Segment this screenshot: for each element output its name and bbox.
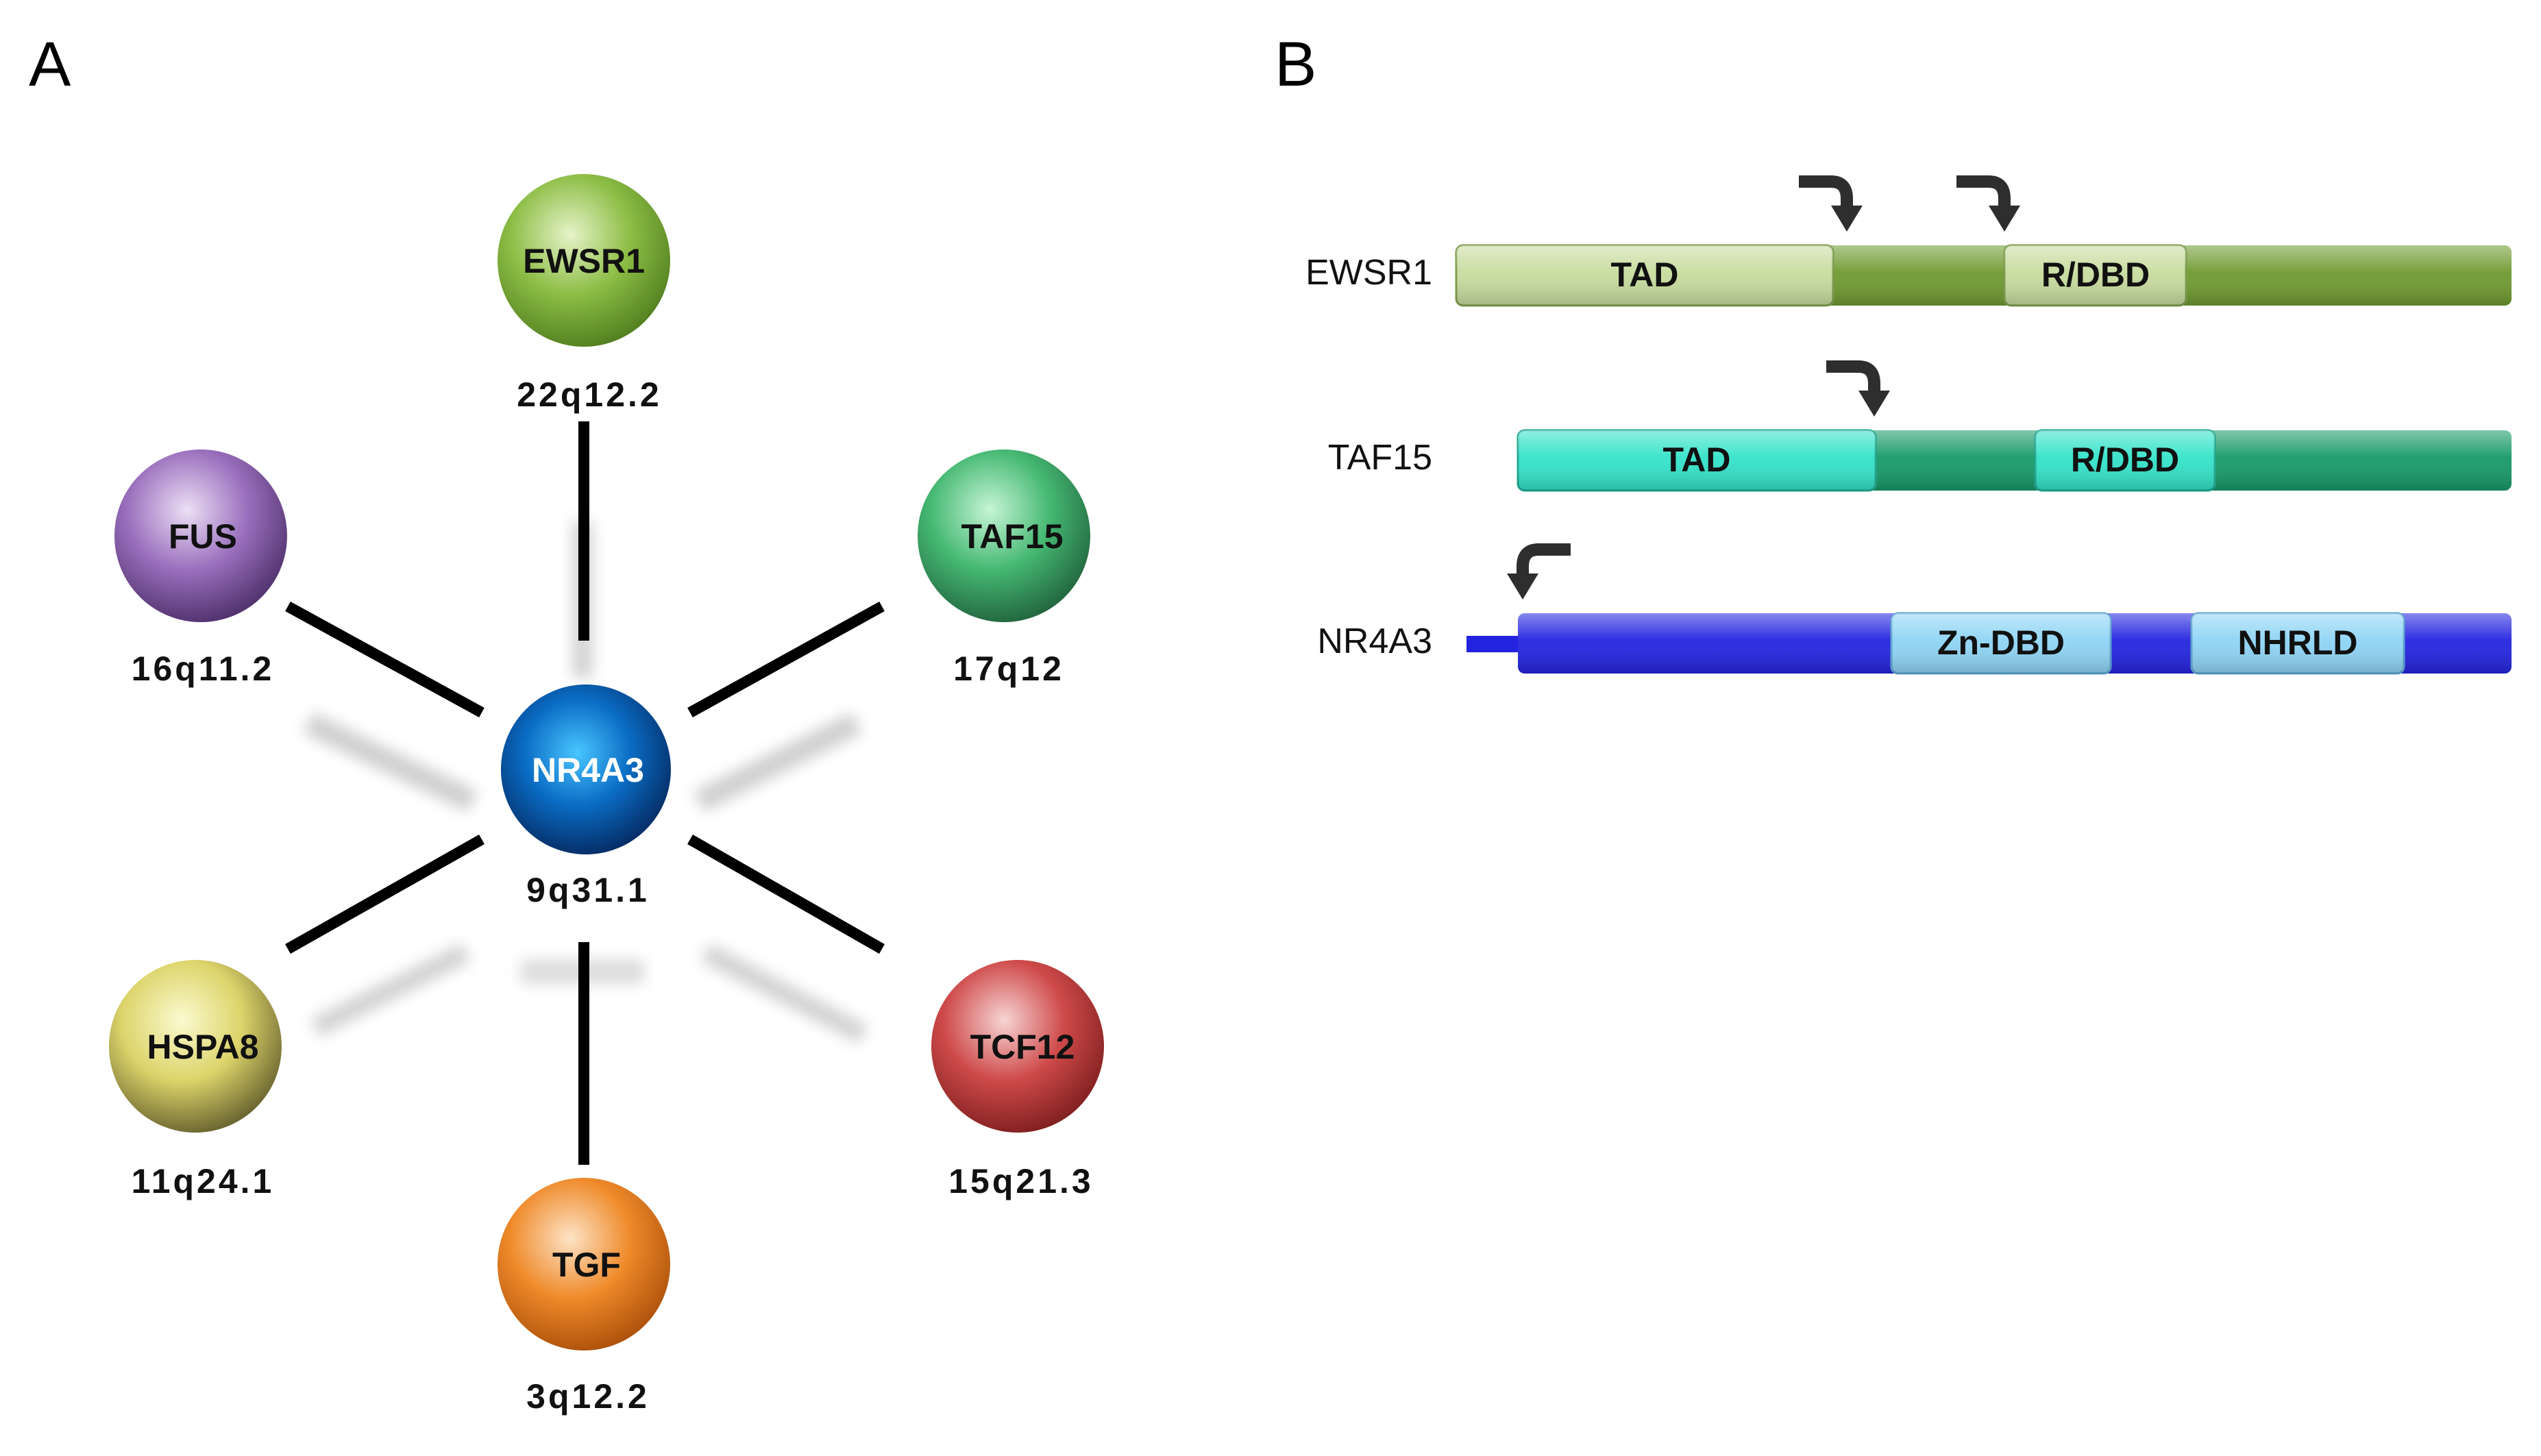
node-nr4a3-sphere [501,684,671,854]
shadow-lower-right [701,943,868,1044]
protein-taf15-domain-rdbd-label: R/DBD [2071,441,2179,479]
protein-nr4a3-domain-nhrld-label: NHRLD [2238,624,2358,662]
connector-fus [285,601,484,718]
connector-taf15 [687,602,885,717]
protein-nr4a3-leader [1466,636,1521,652]
protein-ewsr1-domain-rdbd-label: R/DBD [2041,256,2150,294]
protein-nr4a3-domain-nhrld-shine [2192,613,2404,674]
protein-nr4a3-domain-zndbd-shine [1891,613,2111,674]
protein-nr4a3-domain-zndbd-label: Zn-DBD [1937,624,2065,662]
panel-a-label: A [29,29,71,99]
shadow-upper-left [303,712,478,813]
breakpoint-arrow-taf15-icon [1826,360,1880,394]
node-hspa8-locus: 11q24.1 [132,1162,275,1200]
node-tgf-locus: 3q12.2 [526,1377,650,1416]
protein-taf15-domain-tad-label: TAD [1662,441,1730,479]
node-tcf12-name: TCF12 [970,1028,1075,1066]
breakpoint-arrowhead-ewsr1-2-icon [1989,206,2020,232]
connector-tcf12 [687,835,885,954]
panel-b-label: B [1275,29,1316,99]
node-tcf12-locus: 15q21.3 [948,1162,1093,1200]
node-fus-locus: 16q11.2 [132,650,275,688]
node-tcf12: TCF12 15q21.3 [931,960,1104,1200]
node-nr4a3-center: NR4A3 9q31.1 [501,684,671,909]
node-ewsr1-locus: 22q12.2 [517,375,661,414]
node-fus: FUS 16q11.2 [114,449,287,688]
protein-ewsr1-domain-tad-label: TAD [1610,256,1678,294]
protein-nr4a3: NR4A3 Zn-DBD NHRLD [1317,543,2512,675]
node-tgf-sphere [498,1178,670,1350]
node-fus-name: FUS [169,517,237,556]
breakpoint-arrow-ewsr1-1-icon [1799,175,1853,209]
node-tgf-name: TGF [552,1246,621,1284]
node-taf15: TAF15 17q12 [918,449,1090,688]
panel-b: B EWSR1 TAD R/DBD TAF15 TAD [1275,29,2512,675]
protein-ewsr1-domain-rdbd-shine [2004,245,2186,306]
connector-hspa8 [285,835,484,954]
connectors [285,421,885,1165]
node-ewsr1: EWSR1 22q12.2 [498,174,670,414]
protein-ewsr1-domain-tad-shine [1456,245,1833,306]
breakpoint-arrowhead-taf15-icon [1858,391,1890,417]
node-taf15-sphere [918,449,1090,622]
protein-taf15-domain-rdbd-shine [2035,430,2215,491]
node-hspa8-sphere [109,960,282,1133]
node-tgf: TGF 3q12.2 [498,1178,670,1416]
protein-taf15: TAF15 TAD R/DBD [1328,360,2512,492]
panel-a: A EWSR1 22q12.2 TAF15 [29,29,1104,1416]
shadow-lower-left [310,943,471,1037]
breakpoint-arrow-nr4a3-icon [1517,543,1571,577]
node-taf15-locus: 17q12 [953,650,1064,688]
protein-taf15-domain-tad-shine [1518,430,1876,491]
node-fus-sphere [114,449,287,622]
protein-ewsr1: EWSR1 TAD R/DBD [1305,175,2512,307]
node-hspa8: HSPA8 11q24.1 [109,960,282,1200]
shadow-upper-right [693,712,862,813]
breakpoint-arrowhead-nr4a3-icon [1507,573,1538,600]
node-ewsr1-name: EWSR1 [523,242,645,280]
node-taf15-name: TAF15 [961,517,1063,556]
node-tcf12-sphere [931,960,1104,1133]
node-nr4a3-locus: 9q31.1 [526,871,650,909]
breakpoint-arrow-ewsr1-2-icon [1956,175,2011,209]
breakpoint-arrowhead-ewsr1-1-icon [1831,206,1863,232]
node-hspa8-name: HSPA8 [147,1028,258,1066]
node-nr4a3-name: NR4A3 [532,751,644,789]
node-ewsr1-sphere [498,174,670,347]
protein-nr4a3-name: NR4A3 [1317,621,1432,661]
protein-ewsr1-name: EWSR1 [1305,253,1432,293]
protein-taf15-name: TAF15 [1328,438,1432,478]
